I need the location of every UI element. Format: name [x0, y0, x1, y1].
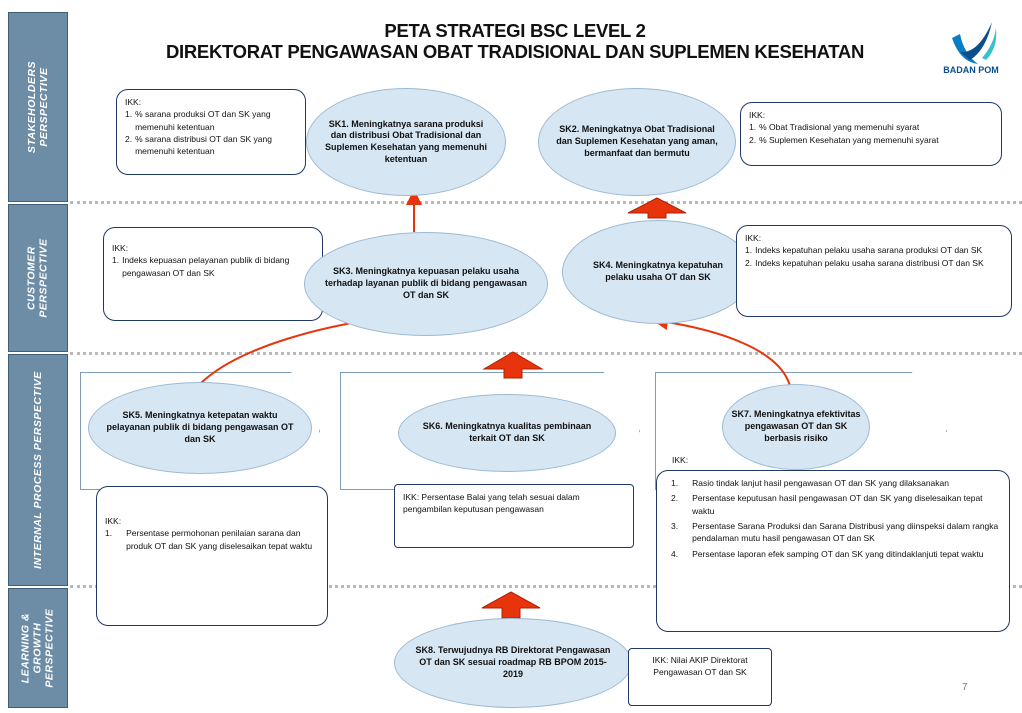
divider-internal-learning	[70, 585, 1022, 588]
ikk-item: 1.Indeks kepatuhan pelaku usaha sarana p…	[745, 245, 983, 256]
ikk-box-sk5: IKK: 1.Persentase permohonan penilaian s…	[96, 486, 328, 626]
objective-sk7: SK7. Meningkatnya efektivitas pengawasan…	[722, 384, 870, 470]
badan-pom-logo-icon	[952, 22, 997, 64]
objective-sk1-text: SK1. Meningkatnya sarana produksi dan di…	[324, 118, 488, 164]
ikk-item: 1.% sarana produksi OT dan SK yang memen…	[125, 109, 271, 132]
ikk-box-sk3: IKK: 1.Indeks kepuasan pelayanan publik …	[103, 227, 323, 321]
ikk-item: 2.% Suplemen Kesehatan yang memenuhi sya…	[749, 134, 939, 145]
ikk-item: 1.Persentase permohonan penilaian sarana…	[105, 528, 313, 551]
ikk-sk8-text: IKK: Nilai AKIP Direktorat Pengawasan OT…	[652, 655, 748, 678]
objective-sk8: SK8. Terwujudnya RB Direktorat Pengawasa…	[394, 618, 632, 708]
ikk-box-sk6: IKK: Persentase Balai yang telah sesuai …	[394, 484, 634, 548]
objective-sk6-text: SK6. Meningkatnya kualitas pembinaan ter…	[422, 421, 592, 443]
objective-sk2: SK2. Meningkatnya Obat Tradisional dan S…	[538, 88, 736, 196]
perspective-internal-process: INTERNAL PROCESS PERSPECTIVE	[8, 354, 68, 586]
objective-sk3-text: SK3. Meningkatnya kepuasan pelaku usaha …	[324, 266, 528, 300]
perspective-learning-growth: LEARNING & GROWTH PERSPECTIVE	[8, 588, 68, 708]
ikk-item: 1.Rasio tindak lanjut hasil pengawasan O…	[671, 478, 949, 488]
objective-sk4-text: SK4. Meningkatnya kepatuhan pelaku usaha…	[592, 260, 724, 282]
page-title: PETA STRATEGI BSC LEVEL 2	[384, 20, 646, 41]
objective-sk7-text: SK7. Meningkatnya efektivitas pengawasan…	[731, 409, 861, 443]
ikk-box-sk2: IKK: 1.% Obat Tradisional yang memenuhi …	[740, 102, 1002, 166]
ikk-item: 2.Indeks kepatuhan pelaku usaha sarana d…	[745, 257, 984, 268]
objective-sk8-text: SK8. Terwujudnya RB Direktorat Pengawasa…	[415, 645, 611, 679]
perspective-stakeholders: STAKEHOLDERS PERSPECTIVE	[8, 12, 68, 202]
ikk-label: IKK:	[105, 516, 122, 526]
ikk-item: 2.% sarana distribusi OT dan SK yang mem…	[125, 133, 272, 157]
ikk-label-sk7: IKK:	[672, 455, 689, 465]
logo-text: BADAN POM	[943, 65, 999, 75]
ikk-label: IKK:	[749, 110, 766, 120]
perspective-internal-process-label: INTERNAL PROCESS PERSPECTIVE	[31, 371, 44, 569]
ikk-box-sk1: IKK: 1.% sarana produksi OT dan SK yang …	[116, 89, 306, 175]
ikk-box-sk8: IKK: Nilai AKIP Direktorat Pengawasan OT…	[628, 648, 772, 706]
objective-sk2-text: SK2. Meningkatnya Obat Tradisional dan S…	[556, 124, 718, 158]
divider-customer-internal	[70, 352, 1022, 355]
ikk-sk6-text: IKK: Persentase Balai yang telah sesuai …	[403, 492, 580, 515]
ikk-item: 3.Persentase Sarana Produksi dan Sarana …	[671, 520, 999, 544]
objective-sk4: SK4. Meningkatnya kepatuhan pelaku usaha…	[562, 220, 754, 324]
perspective-learning-growth-label: LEARNING & GROWTH PERSPECTIVE	[19, 608, 57, 688]
objective-sk5-text: SK5. Meningkatnya ketepatan waktu pelaya…	[106, 410, 294, 444]
objective-sk1: SK1. Meningkatnya sarana produksi dan di…	[306, 88, 506, 196]
ikk-box-sk4: IKK: 1.Indeks kepatuhan pelaku usaha sar…	[736, 225, 1012, 317]
ikk-item: 4.Persentase laporan efek samping OT dan…	[671, 548, 984, 559]
ikk-label: IKK:	[125, 97, 142, 107]
perspective-stakeholders-label: STAKEHOLDERS PERSPECTIVE	[25, 60, 50, 154]
ikk-item: 1.% Obat Tradisional yang memenuhi syara…	[749, 122, 920, 133]
objective-sk3: SK3. Meningkatnya kepuasan pelaku usaha …	[304, 232, 548, 336]
objective-sk5: SK5. Meningkatnya ketepatan waktu pelaya…	[88, 382, 312, 474]
perspective-customer: CUSTOMER PERSPECTIVE	[8, 204, 68, 352]
page-number: 7	[962, 682, 968, 693]
perspective-customer-label: CUSTOMER PERSPECTIVE	[25, 238, 50, 318]
ikk-label: IKK:	[112, 243, 129, 253]
block-arrow-learning-to-internal	[481, 591, 541, 619]
objective-sk6: SK6. Meningkatnya kualitas pembinaan ter…	[398, 394, 616, 472]
ikk-item: 2.Persentase keputusan hasil pengawasan …	[671, 493, 983, 516]
ikk-box-sk7: 1.Rasio tindak lanjut hasil pengawasan O…	[656, 470, 1010, 632]
ikk-label: IKK:	[745, 233, 762, 243]
divider-stakeholder-customer	[70, 201, 1022, 204]
page-subtitle: DIREKTORAT PENGAWASAN OBAT TRADISIONAL D…	[165, 41, 865, 62]
ikk-item: 1.Indeks kepuasan pelayanan publik di bi…	[112, 255, 290, 278]
